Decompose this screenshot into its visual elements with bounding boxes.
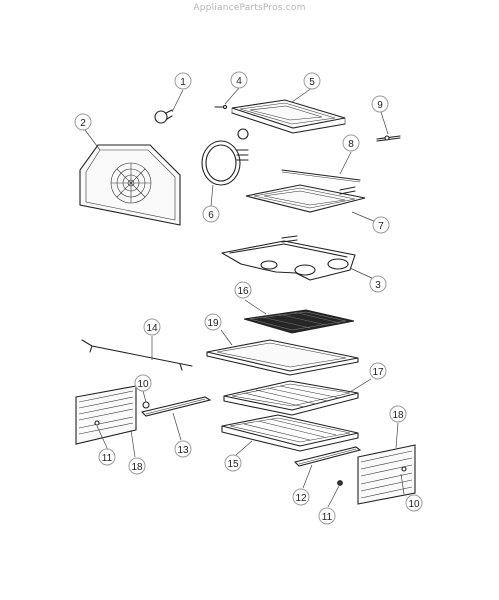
callout-label: 13 bbox=[177, 445, 189, 456]
callout-label: 14 bbox=[146, 323, 158, 334]
callout-label: 10 bbox=[408, 499, 420, 510]
callout-label: 1 bbox=[180, 77, 186, 88]
callout-label: 5 bbox=[309, 77, 315, 88]
callout-label: 3 bbox=[375, 280, 381, 291]
callout-label: 15 bbox=[227, 459, 239, 470]
callout-18-right: 18 bbox=[389, 405, 407, 423]
part-7-bake-element bbox=[245, 184, 366, 213]
callout-3: 3 bbox=[369, 275, 387, 293]
callout-label: 11 bbox=[322, 512, 333, 523]
part-5-element-assembly bbox=[231, 99, 346, 134]
part-10-screw-left bbox=[142, 401, 150, 409]
part-3-lower-element bbox=[221, 235, 356, 281]
callout-11-left: 11 bbox=[98, 448, 116, 466]
callout-11-right: 11 bbox=[318, 507, 336, 525]
callout-1: 1 bbox=[174, 72, 192, 90]
part-16-grill-grate bbox=[243, 309, 355, 334]
callout-5: 5 bbox=[303, 72, 321, 90]
part-13-rack-slide bbox=[140, 396, 212, 417]
callout-13: 13 bbox=[174, 440, 192, 458]
watermark: AppliancePartsPros.com bbox=[193, 3, 306, 13]
callout-16: 16 bbox=[234, 281, 252, 299]
callout-label: 16 bbox=[237, 286, 249, 297]
part-6-convection-element bbox=[201, 128, 249, 186]
callout-17: 17 bbox=[369, 362, 387, 380]
part-8-rod bbox=[281, 169, 361, 183]
callout-19: 19 bbox=[204, 313, 222, 331]
leader-lines bbox=[84, 87, 405, 508]
part-9-sensor bbox=[376, 135, 401, 142]
callout-label: 6 bbox=[208, 210, 214, 221]
callout-label: 4 bbox=[236, 76, 242, 87]
part-4-screw bbox=[214, 104, 228, 110]
callout-9: 9 bbox=[371, 95, 389, 113]
callout-label: 2 bbox=[80, 118, 86, 129]
callout-label: 7 bbox=[378, 221, 384, 232]
callout-7: 7 bbox=[372, 216, 390, 234]
part-2-fan-cover bbox=[79, 144, 181, 226]
callout-6: 6 bbox=[202, 205, 220, 223]
callout-15: 15 bbox=[224, 454, 242, 472]
callout-label: 11 bbox=[102, 453, 113, 464]
callout-label: 8 bbox=[348, 139, 354, 150]
part-1-knob bbox=[154, 109, 173, 124]
part-19-broil-pan bbox=[206, 339, 359, 376]
callout-label: 19 bbox=[207, 318, 219, 329]
part-11-screw-right bbox=[337, 480, 343, 486]
part-12-rack-slide bbox=[293, 446, 362, 467]
part-14-support-rod bbox=[81, 339, 193, 371]
callout-2: 2 bbox=[74, 113, 92, 131]
callout-label: 18 bbox=[392, 410, 404, 421]
part-15-oven-rack bbox=[221, 414, 359, 452]
part-18-rack-support-left bbox=[75, 385, 137, 445]
callout-label: 12 bbox=[295, 493, 307, 504]
callout-18-left: 18 bbox=[128, 457, 146, 475]
part-18-rack-support-right bbox=[357, 444, 416, 505]
callout-label: 10 bbox=[137, 379, 149, 390]
callout-10-left: 10 bbox=[134, 374, 152, 392]
callout-8: 8 bbox=[342, 134, 360, 152]
callout-12: 12 bbox=[292, 488, 310, 506]
callout-10-right: 10 bbox=[405, 494, 423, 512]
callout-14: 14 bbox=[143, 318, 161, 336]
part-17-oven-rack bbox=[223, 380, 359, 416]
callout-label: 18 bbox=[131, 462, 143, 473]
callout-4: 4 bbox=[230, 71, 248, 89]
callout-label: 9 bbox=[377, 100, 383, 111]
callout-label: 17 bbox=[372, 367, 384, 378]
